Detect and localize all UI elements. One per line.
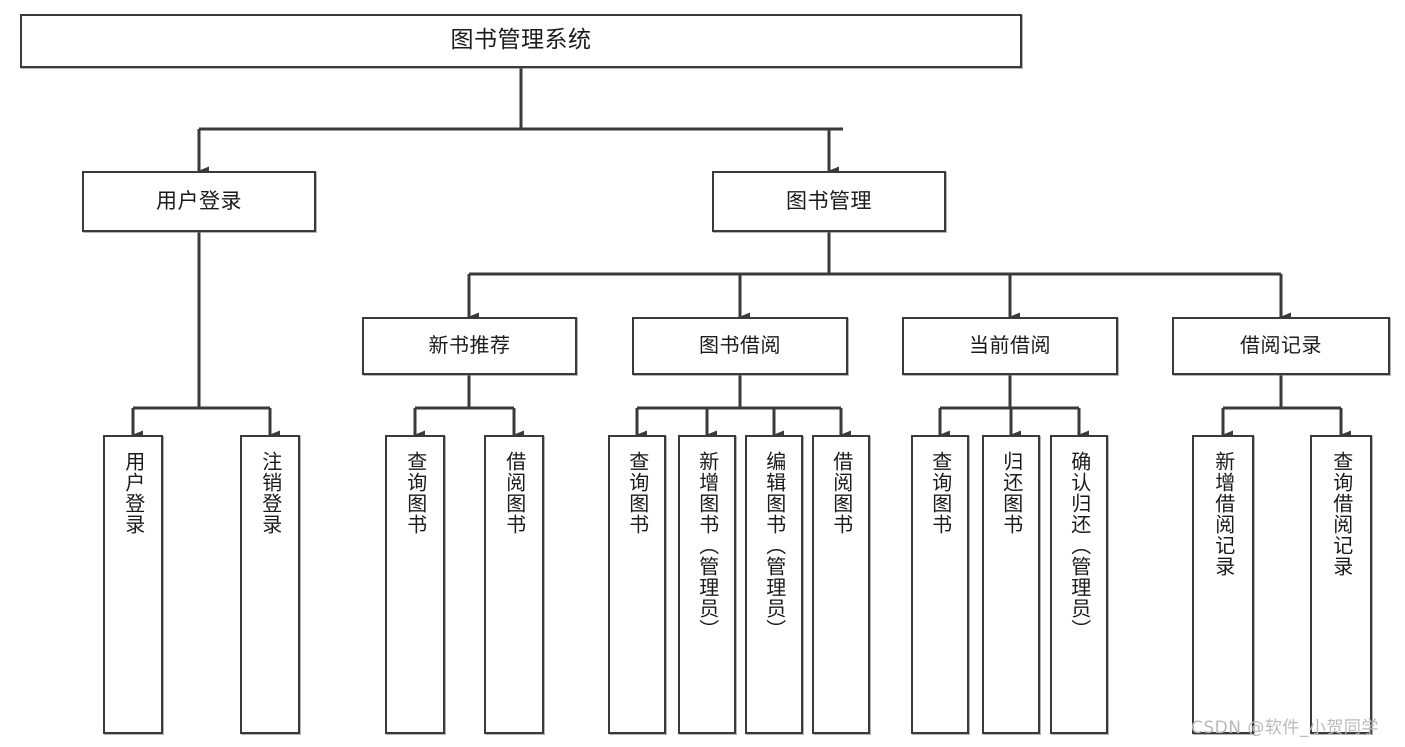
node-leaf-add-book-admin[interactable]: 新增图书（管理员） <box>678 435 736 734</box>
node-root[interactable]: 图书管理系统 <box>20 14 1022 68</box>
node-leaf-label: 归还图书 <box>999 451 1024 535</box>
node-leaf-label: 借阅图书 <box>502 451 527 535</box>
node-leaf-user-login[interactable]: 用户登录 <box>103 435 163 734</box>
node-book-borrow[interactable]: 图书借阅 <box>632 317 848 375</box>
node-current-borrow[interactable]: 当前借阅 <box>902 317 1118 375</box>
node-leaf-label: 查询借阅记录 <box>1329 451 1354 577</box>
node-leaf-borrow-book-recommend[interactable]: 借阅图书 <box>484 435 544 734</box>
node-leaf-label: 用户登录 <box>121 451 146 535</box>
node-leaf-label: 新增图书（管理员） <box>695 451 720 640</box>
csdn-watermark: CSDN @软件_小贺同学 <box>1191 718 1379 738</box>
node-leaf-edit-book-admin[interactable]: 编辑图书（管理员） <box>745 435 803 734</box>
node-leaf-label: 查询图书 <box>403 451 428 535</box>
node-leaf-label: 新增借阅记录 <box>1211 451 1236 577</box>
node-leaf-query-book-current[interactable]: 查询图书 <box>911 435 969 734</box>
node-leaf-query-book-recommend[interactable]: 查询图书 <box>385 435 445 734</box>
node-leaf-label: 借阅图书 <box>829 451 854 535</box>
node-leaf-label: 查询图书 <box>625 451 650 535</box>
node-leaf-confirm-return-admin[interactable]: 确认归还（管理员） <box>1050 435 1108 734</box>
node-leaf-label: 确认归还（管理员） <box>1067 451 1092 640</box>
node-borrow-record[interactable]: 借阅记录 <box>1172 317 1390 375</box>
node-leaf-add-borrow-record[interactable]: 新增借阅记录 <box>1192 435 1254 734</box>
node-borrow-record-label: 借阅记录 <box>1240 333 1322 358</box>
node-leaf-logout[interactable]: 注销登录 <box>240 435 300 734</box>
node-book-management-label: 图书管理 <box>786 189 872 214</box>
node-user-login[interactable]: 用户登录 <box>82 171 316 232</box>
node-leaf-query-borrow-record[interactable]: 查询借阅记录 <box>1310 435 1372 734</box>
node-user-login-label: 用户登录 <box>156 189 242 214</box>
node-current-borrow-label: 当前借阅 <box>969 333 1051 358</box>
node-leaf-borrow-book[interactable]: 借阅图书 <box>812 435 870 734</box>
node-leaf-query-book-borrow[interactable]: 查询图书 <box>608 435 666 734</box>
node-new-book-recommend[interactable]: 新书推荐 <box>362 317 577 375</box>
node-leaf-return-book[interactable]: 归还图书 <box>982 435 1040 734</box>
node-book-management[interactable]: 图书管理 <box>712 171 946 232</box>
node-new-book-recommend-label: 新书推荐 <box>428 333 511 358</box>
node-root-label: 图书管理系统 <box>450 27 592 54</box>
node-leaf-label: 查询图书 <box>928 451 953 535</box>
node-leaf-label: 注销登录 <box>258 451 283 535</box>
node-leaf-label: 编辑图书（管理员） <box>762 451 787 640</box>
node-book-borrow-label: 图书借阅 <box>699 333 781 358</box>
